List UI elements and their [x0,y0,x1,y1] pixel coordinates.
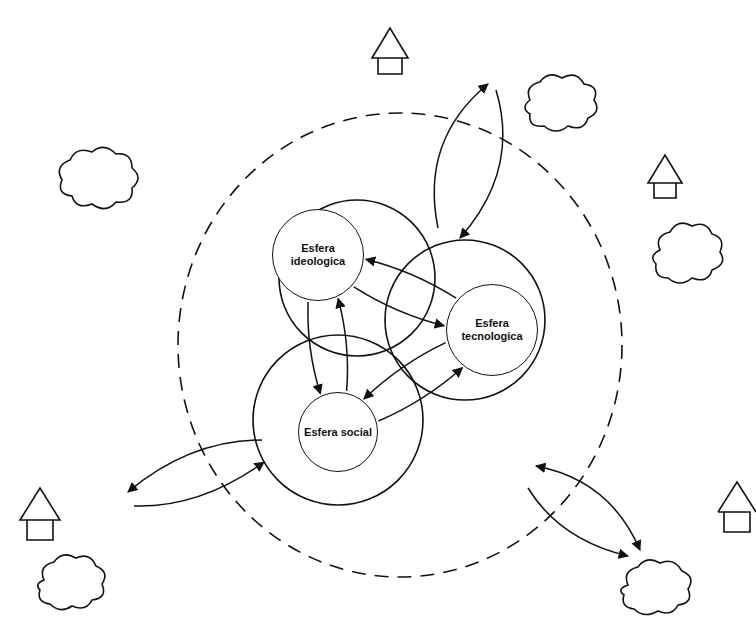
sphere-ring [385,240,545,400]
sphere-core: Esfera social [298,392,378,472]
sphere-core: Esfera tecnologica [446,284,538,376]
cloud-icon [38,75,723,615]
interaction-arrow [338,299,347,391]
dashed-boundary [178,113,622,577]
exchange-arrow [128,84,640,556]
interaction-arrow [308,302,320,394]
house-icon [20,28,756,540]
sphere-core: Esfera ideologica [272,209,364,301]
interaction-arrow [366,259,456,298]
sphere-label: Esfera ideologica [279,242,358,267]
sphere-label: Esfera tecnologica [453,317,532,342]
interaction-arrow [354,287,444,326]
sphere-label: Esfera social [304,426,372,439]
interaction-arrow [379,368,463,421]
sphere-ring [253,335,423,505]
